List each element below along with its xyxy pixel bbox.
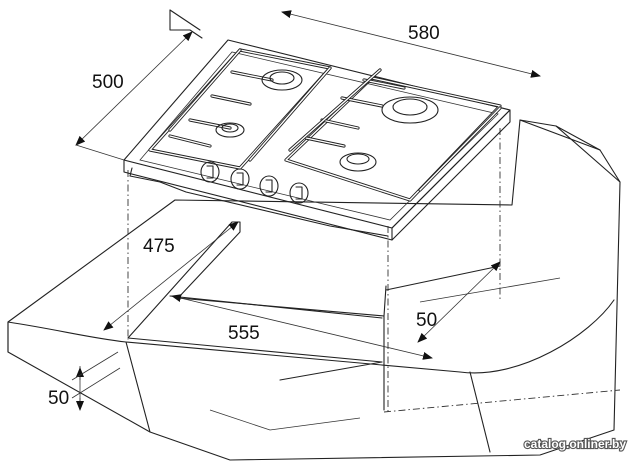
dim-label-580: 580 — [408, 23, 440, 44]
projection-lines — [127, 128, 621, 413]
hob — [123, 39, 511, 241]
knob-4 — [289, 182, 309, 204]
countertop — [7, 119, 621, 461]
knob-3 — [259, 175, 279, 197]
back-wall — [169, 9, 203, 39]
dim-label-50-wall: 50 — [416, 310, 437, 331]
dim-label-50-front: 50 — [48, 388, 69, 409]
dim-line-500 — [75, 31, 193, 146]
dim-line-475 — [103, 221, 239, 331]
dim-label-555: 555 — [228, 323, 260, 344]
watermark: catalog.onliner.by — [523, 436, 628, 452]
dimension-lines — [71, 10, 541, 411]
knob-1 — [200, 161, 220, 183]
burner-back-right — [381, 96, 439, 124]
watermark-text: catalog.onliner.by — [524, 437, 626, 451]
dim-label-500: 500 — [92, 72, 124, 93]
control-knobs — [200, 161, 309, 204]
dim-label-475: 475 — [143, 236, 175, 257]
dim-line-580 — [281, 10, 541, 78]
knob-2 — [230, 168, 250, 190]
burner-front-right — [339, 152, 377, 172]
dim-line-555 — [171, 294, 433, 360]
dim-line-50-wall — [417, 261, 501, 343]
burner-front-left — [215, 122, 245, 138]
